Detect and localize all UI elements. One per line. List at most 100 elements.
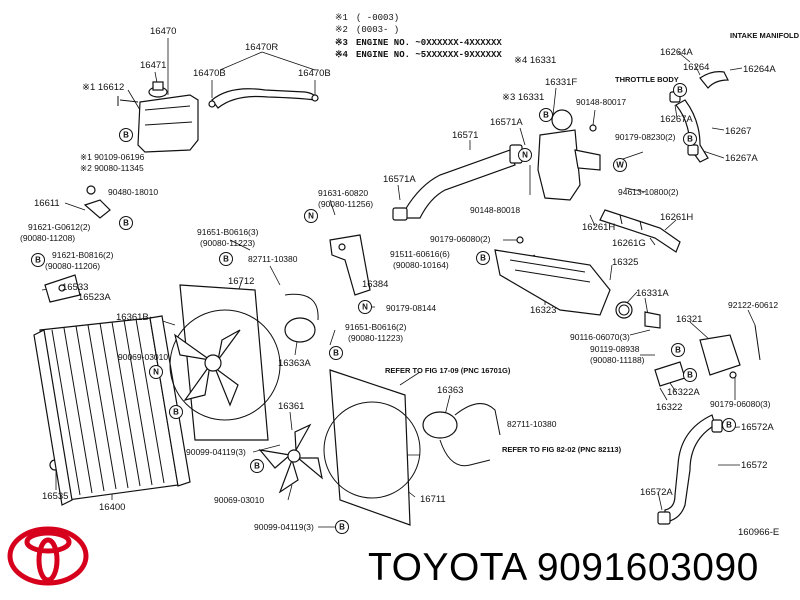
part-label: 91511-60616(6): [390, 249, 450, 259]
part-label: 91651-B0616(2): [345, 322, 407, 332]
part-label: 91621-B0816(2): [52, 250, 114, 260]
code-badge: B: [123, 131, 129, 140]
reservoir-assembly: [117, 81, 319, 153]
part-label: 16470B: [193, 68, 226, 79]
code-badge: B: [173, 408, 179, 417]
part-label: 16571A: [490, 117, 523, 128]
part-label: 16571: [452, 130, 478, 141]
code-badge: B: [123, 219, 129, 228]
callout-refer-82-02: REFER TO FIG 82-02 (PNC 82113): [502, 445, 622, 454]
part-label: 16470B: [298, 68, 331, 79]
code-badge: N: [522, 151, 528, 160]
code-badge: B: [223, 255, 229, 264]
part-label: 16384: [362, 279, 388, 290]
fan-shroud-left: [169, 284, 319, 441]
part-label: 16361: [278, 401, 304, 412]
part-label: 90119-08938: [590, 344, 640, 354]
part-label: 16470: [150, 26, 176, 37]
part-label: 94613-10800(2): [618, 187, 679, 197]
part-label: 16471: [140, 60, 166, 71]
note-mark: ※2: [335, 25, 348, 35]
inlet-fitting: [654, 324, 761, 387]
callout-throttle-body: THROTTLE BODY: [615, 75, 679, 84]
code-badge: B: [687, 371, 693, 380]
part-label: 91621-G0612(2): [28, 222, 91, 232]
part-label: 16535: [42, 491, 68, 502]
note-mark: ※3: [335, 38, 348, 48]
part-label: 16261H: [582, 222, 615, 233]
note-text: ENGINE NO. ~0XXXXXX-4XXXXXX: [356, 38, 502, 48]
code-badge: B: [726, 421, 732, 430]
part-label: 90099-04119(3): [254, 522, 314, 532]
part-label: ※3 16331: [502, 92, 544, 103]
note-text: ENGINE NO. ~5XXXXXX-9XXXXXX: [356, 50, 502, 60]
part-label: 16523A: [78, 292, 111, 303]
part-label: 90116-06070(3): [570, 332, 630, 342]
part-label: 90179-06080(3): [710, 399, 771, 409]
note-text: ( -0003): [356, 13, 399, 23]
part-label: 90148-80018: [470, 205, 520, 215]
note-mark: ※4: [335, 50, 349, 60]
part-label: 16611: [34, 198, 60, 209]
part-label: 90179-08144: [386, 303, 436, 313]
part-label: 16331A: [636, 288, 669, 299]
lower-hose: [657, 414, 723, 525]
part-label: 16572: [741, 460, 767, 471]
part-label: (90080-10164): [393, 260, 449, 270]
part-label: 16323: [530, 305, 556, 316]
note-text: (0003- ): [356, 25, 399, 35]
fan-blade-group: [174, 329, 241, 407]
part-label: 90179-08230(2): [615, 132, 676, 142]
part-label: 16261G: [612, 238, 646, 249]
drawing-code: 160966-E: [738, 527, 779, 538]
part-label: 16470R: [245, 42, 278, 53]
code-badge: B: [543, 111, 549, 120]
code-badge: B: [254, 462, 260, 471]
brand-part-number: TOYOTA 9091603090: [368, 546, 759, 589]
part-label: (90080-11206): [45, 261, 100, 271]
water-inlet-assembly: [494, 236, 661, 329]
part-label: 16361B: [116, 312, 149, 323]
part-label: 16572A: [640, 487, 673, 498]
part-label: 16264A: [743, 64, 776, 75]
callout-refer-17-09: REFER TO FIG 17-09 (PNC 16701G): [385, 366, 511, 375]
part-label: 16264: [683, 62, 709, 73]
part-label: (90080-11223): [348, 333, 403, 343]
part-label: 90069-03010: [214, 495, 264, 505]
code-badge: B: [677, 86, 683, 95]
intake-hose-assembly: [669, 71, 729, 163]
code-badge: N: [308, 212, 314, 221]
part-label: 16322: [656, 402, 682, 413]
part-label: 90069-03010: [118, 352, 168, 362]
note-mark: ※1: [335, 13, 348, 23]
part-label: ※4 16331: [514, 55, 556, 66]
part-label: ※1 16612: [82, 82, 124, 93]
part-label: 16363A: [278, 358, 311, 369]
part-label: 90099-04119(3): [186, 447, 246, 457]
part-label: 16267A: [660, 114, 693, 125]
part-label: 16571A: [383, 174, 416, 185]
code-badge: B: [687, 135, 693, 144]
water-outlet-housing: [529, 109, 601, 201]
part-label: 16325: [612, 257, 638, 268]
code-badge: B: [339, 523, 345, 532]
part-labels: 16470 16471 16470R 16470B 16470B ※1 1661…: [20, 26, 778, 532]
toyota-emblem-icon: [7, 526, 89, 586]
callout-intake-manifold: INTAKE MANIFOLD: [730, 31, 800, 40]
water-pipe: [599, 209, 681, 253]
upper-hose: [392, 144, 523, 221]
part-label: 16400: [99, 502, 125, 513]
part-label: 16363: [437, 385, 463, 396]
part-label: 16572A: [741, 422, 774, 433]
callouts: INTAKE MANIFOLD THROTTLE BODY REFER TO F…: [385, 31, 800, 538]
part-label: (90080-11208): [20, 233, 75, 243]
part-label: 16533: [62, 282, 88, 293]
part-label: (90080-11223): [200, 238, 255, 248]
part-label: 16712: [228, 276, 254, 287]
fan-blade-group-2: [258, 423, 323, 494]
part-label: 16267A: [725, 153, 758, 164]
code-badge: B: [480, 254, 486, 263]
part-label: 16322A: [667, 387, 700, 398]
legend-notes: ※1 ( -0003) ※2 (0003- ) ※3 ENGINE NO. ~0…: [335, 13, 502, 60]
